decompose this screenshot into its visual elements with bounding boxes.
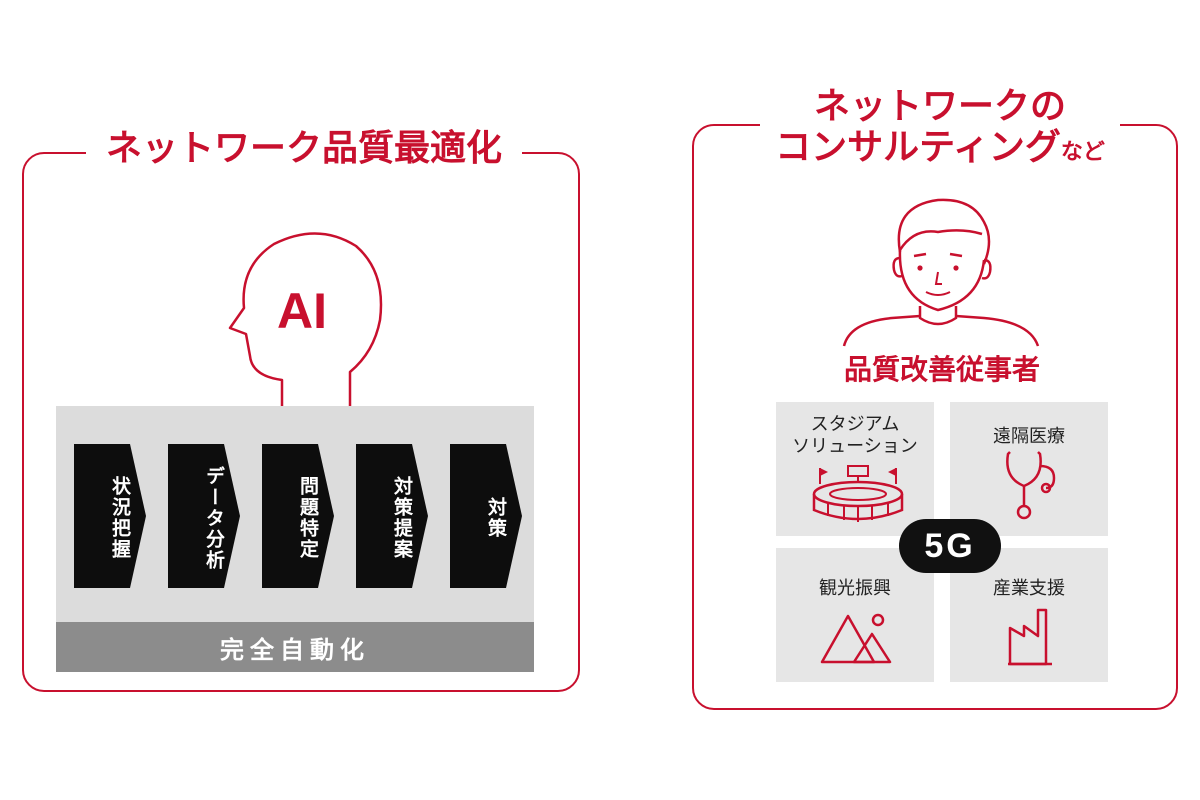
person-icon xyxy=(842,198,1040,347)
ai-head-icon xyxy=(228,232,383,408)
consulting-title-line2: コンサルティングなど xyxy=(775,127,1105,169)
tile-tourism-promotion: 観光振興 xyxy=(776,548,934,682)
step-label: 状況把握 xyxy=(109,476,131,560)
step-label: 対策提案 xyxy=(391,476,413,560)
step-countermeasure: 対策 xyxy=(450,444,522,588)
step-situation: 状況把握 xyxy=(74,444,146,588)
tile-label: 産業支援 xyxy=(993,578,1065,599)
role-label: 品質改善従事者 xyxy=(822,348,1062,388)
step-problem-identification: 問題特定 xyxy=(262,444,334,588)
tile-label: スタジアム ソリューション xyxy=(792,414,918,457)
tile-label: 遠隔医療 xyxy=(993,426,1065,447)
optimization-panel-title: ネットワーク品質最適化 xyxy=(86,128,522,170)
tile-stadium-solution: スタジアム ソリューション xyxy=(776,402,934,536)
consulting-panel-title: ネットワークの コンサルティングなど xyxy=(760,86,1120,169)
step-countermeasure-proposal: 対策提案 xyxy=(356,444,428,588)
tile-remote-medical: 遠隔医療 xyxy=(950,402,1108,536)
mountain-icon xyxy=(820,613,892,664)
consulting-title-suffix: など xyxy=(1060,140,1105,166)
5g-badge: 5G xyxy=(899,519,1001,573)
step-label: 対策 xyxy=(485,497,507,539)
full-automation-bar: 完全自動化 xyxy=(56,622,534,672)
consulting-title-line1: ネットワークの xyxy=(813,86,1066,127)
stethoscope-icon xyxy=(1006,451,1056,520)
step-data-analysis: データ分析 xyxy=(168,444,240,588)
stadium-icon xyxy=(812,465,904,522)
step-label: 問題特定 xyxy=(297,476,319,560)
step-label: データ分析 xyxy=(203,465,225,571)
tile-label: 観光振興 xyxy=(819,578,891,599)
ai-label: AI xyxy=(277,283,327,339)
factory-icon xyxy=(1008,608,1052,666)
